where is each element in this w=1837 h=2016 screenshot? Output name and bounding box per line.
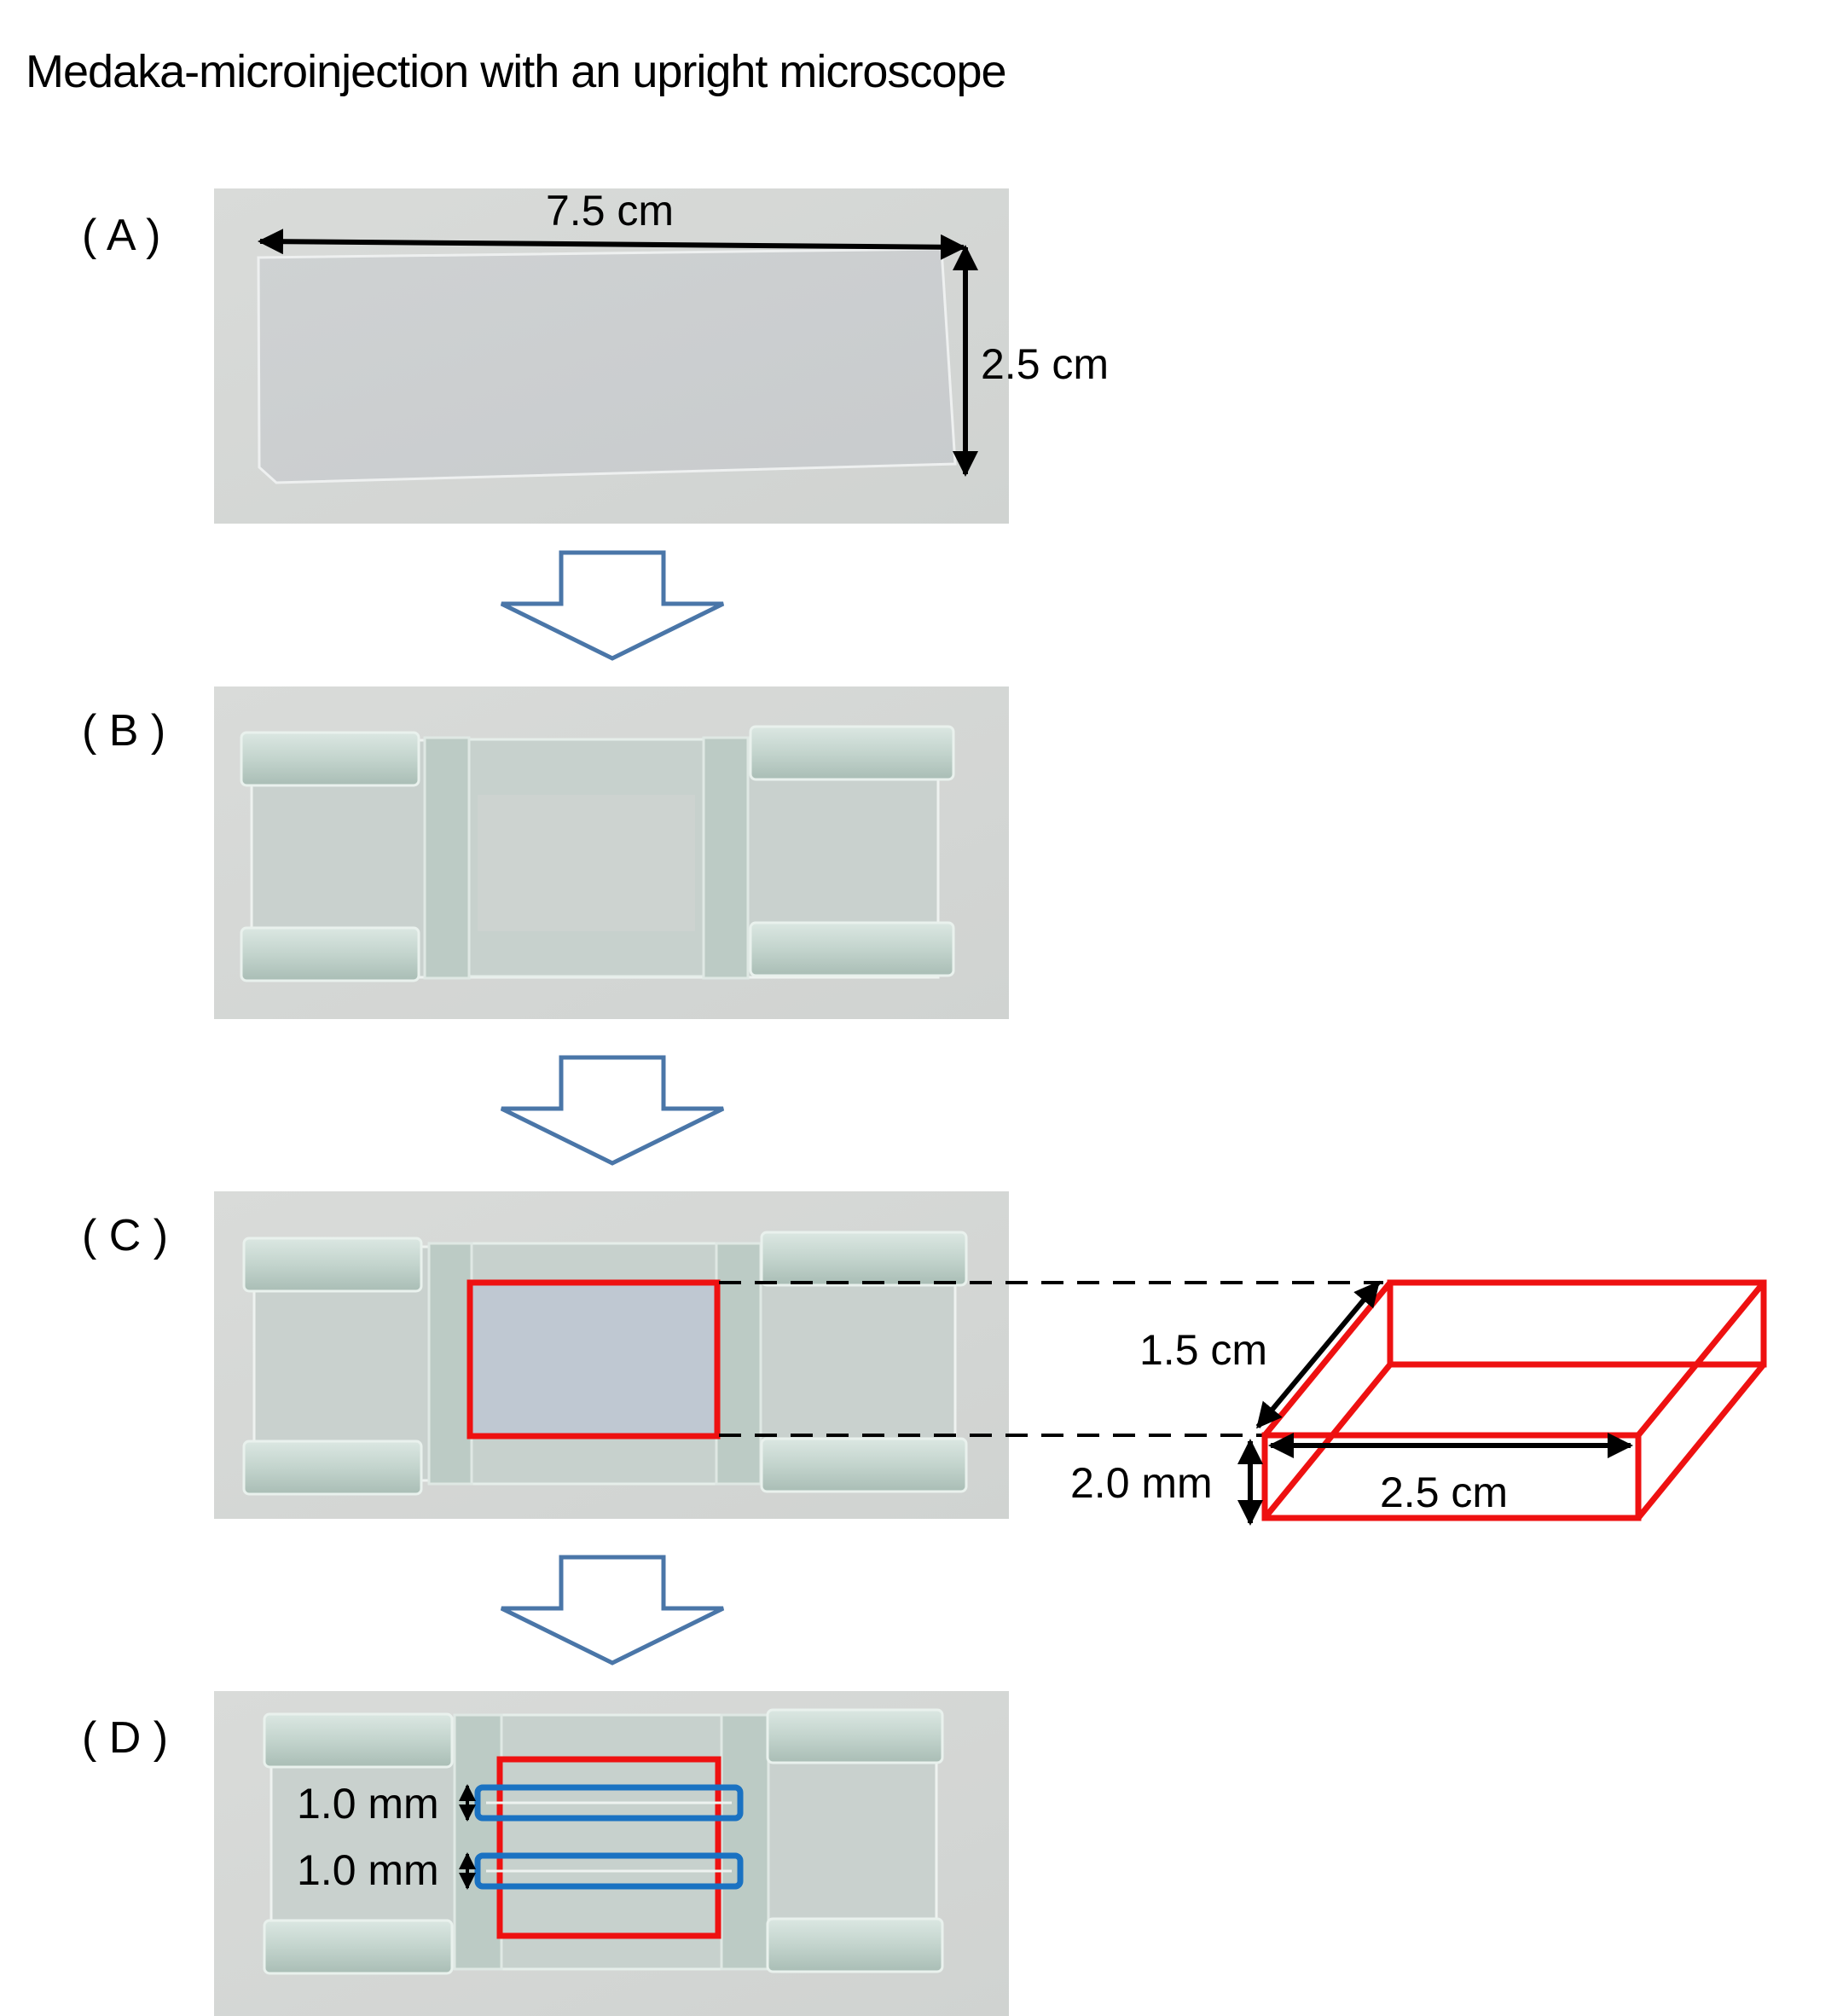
panel-c: ( C )	[82, 1191, 1009, 1519]
groove-2-label: 1.0 mm	[297, 1846, 439, 1894]
bar-top-left-d	[263, 1712, 454, 1769]
center-plate-d	[500, 1713, 723, 1971]
box-edge-top-left	[1262, 1280, 1393, 1438]
chamber-3d-box	[1261, 1279, 1767, 1521]
left-strip-b	[423, 736, 471, 980]
down-arrow-1	[500, 550, 725, 661]
bar-top-left-c	[242, 1237, 423, 1293]
bar-top-right-b	[749, 725, 955, 781]
left-strip-d	[453, 1713, 503, 1971]
bar-bottom-left-c	[242, 1440, 423, 1496]
panel-b: ( B )	[82, 686, 1009, 1019]
bar-bottom-right-c	[760, 1437, 968, 1493]
panel-a-label: ( A )	[82, 211, 160, 260]
box-edge-top-right	[1636, 1280, 1766, 1438]
left-strip-c	[427, 1242, 473, 1486]
bar-bottom-right-b	[749, 921, 955, 977]
chamber-highlight-d	[496, 1756, 721, 1939]
bar-bottom-left-b	[240, 926, 420, 982]
depth-label-c: 1.5 cm	[1139, 1326, 1267, 1374]
bar-top-right-c	[760, 1231, 968, 1287]
box-edge-bottom-left	[1262, 1362, 1393, 1521]
chamber-fill	[470, 1283, 717, 1436]
bar-top-left-b	[240, 731, 420, 787]
height-label-c: 2.0 mm	[1070, 1459, 1213, 1507]
figure-title: Medaka-microinjection with an upright mi…	[26, 46, 1006, 97]
bar-bottom-right-d	[766, 1917, 944, 1973]
panel-b-label: ( B )	[82, 706, 165, 756]
right-strip-d	[720, 1713, 770, 1971]
down-arrow-2	[500, 1055, 725, 1166]
bar-top-right-d	[766, 1708, 944, 1764]
glass-slide	[257, 247, 957, 484]
bar-bottom-left-d	[263, 1919, 454, 1975]
box-edge-bottom-right	[1636, 1362, 1766, 1521]
groove-1	[474, 1784, 744, 1822]
height-label-a: 2.5 cm	[981, 340, 1109, 388]
panel-c-label: ( C )	[82, 1211, 168, 1260]
down-arrow-3	[500, 1555, 725, 1666]
center-window-b	[478, 795, 695, 931]
width-label-a: 7.5 cm	[546, 187, 674, 235]
panel-a: ( A ) 7.5 cm 2.5 cm	[82, 187, 1109, 524]
width-label-c: 2.5 cm	[1380, 1469, 1508, 1516]
right-strip-c	[715, 1242, 762, 1486]
panel-d-label: ( D )	[82, 1713, 168, 1763]
panel-d: ( D ) 1.0 mm 1.0 mm	[82, 1691, 1009, 2016]
groove-1-label: 1.0 mm	[297, 1780, 439, 1828]
width-arrow-a	[258, 229, 966, 260]
right-strip-b	[702, 736, 750, 980]
chamber-highlight	[466, 1279, 721, 1440]
groove-2	[474, 1852, 744, 1890]
depth-arrow-c	[1255, 1280, 1381, 1429]
